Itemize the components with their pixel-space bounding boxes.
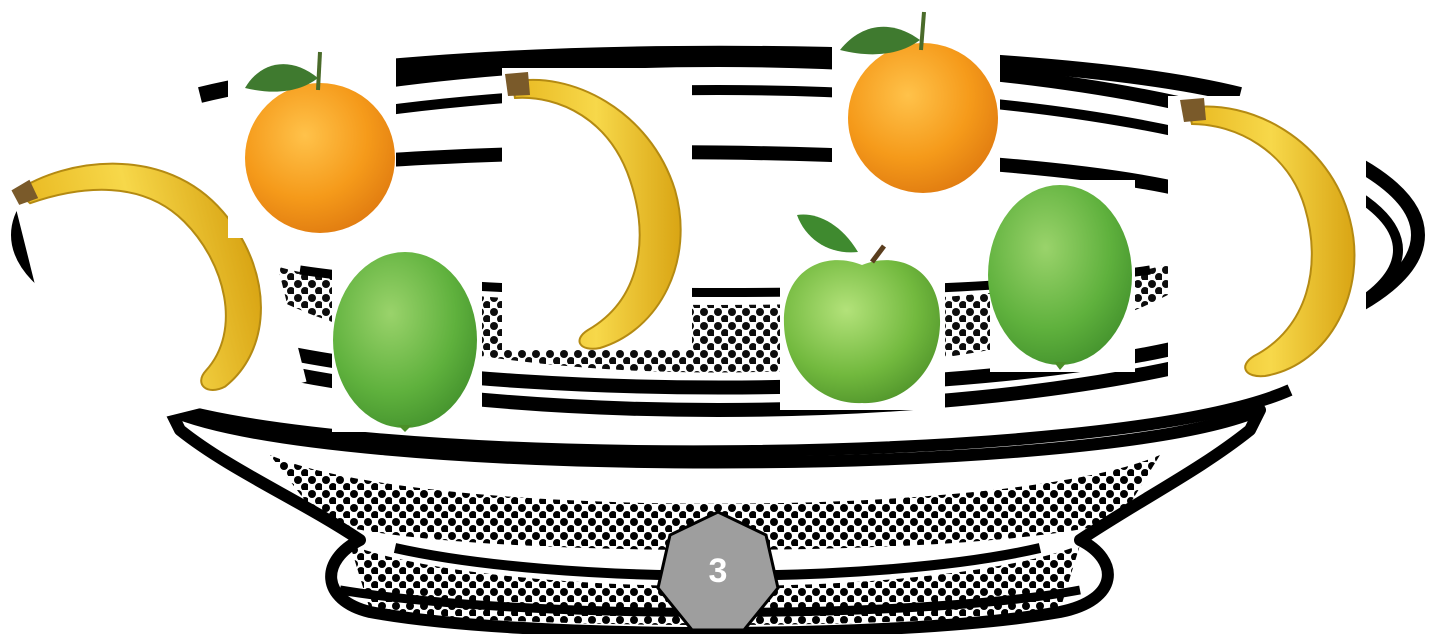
apple-card [780,205,945,410]
badge-number: 3 [709,552,728,590]
lime-card-2 [988,180,1135,372]
lime-card-1 [332,240,482,432]
banana-card-3 [1168,96,1366,382]
banana-card-2 [502,68,692,350]
orange-card-2 [832,10,1000,196]
orange-card-1 [228,48,396,238]
